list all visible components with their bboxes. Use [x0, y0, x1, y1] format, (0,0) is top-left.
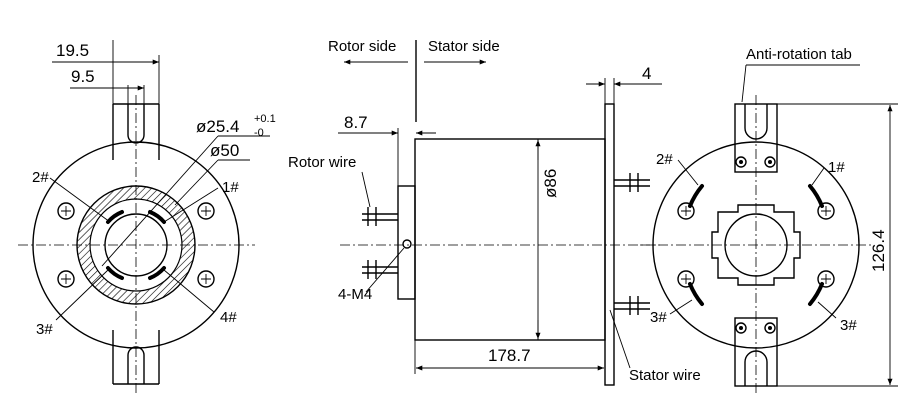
rotor-side-label: Rotor side: [328, 38, 396, 55]
front-hole-2-label: 2#: [32, 169, 49, 186]
front-hole-3-label: 3#: [36, 321, 53, 338]
dim-4: 4: [642, 64, 651, 83]
slip-ring-body: [414, 138, 606, 341]
front-view: 19.5 9.5 ø25.4 +0.1 -0 ø50 2# 1# 3# 4#: [18, 40, 276, 395]
side-view: Rotor side Stator side: [288, 38, 701, 386]
back-slots: [688, 184, 824, 306]
back-screws: [677, 202, 835, 288]
back-keyed-hole: [711, 204, 801, 286]
dim-bore-tol-minus: -0: [254, 127, 264, 139]
dim-8-7: 8.7: [344, 113, 368, 132]
m4-screw: [402, 239, 412, 249]
stator-tab: [604, 103, 615, 386]
back-view: Anti-rotation tab 126.4 2# 1# 3# 3#: [640, 46, 898, 395]
dim-178-7: 178.7: [488, 346, 531, 365]
back-tab-screws: [735, 156, 776, 334]
screw-label: 4-M4: [338, 286, 372, 303]
dim-bore: ø25.4: [196, 117, 239, 136]
front-top-tab-slot: [127, 104, 145, 144]
stator-wires: [614, 173, 650, 315]
stator-wire-label: Stator wire: [629, 367, 701, 384]
dim-od50: ø50: [210, 141, 239, 160]
dim-19-5: 19.5: [56, 41, 89, 60]
dim-bore-tol-plus: +0.1: [254, 113, 276, 125]
back-hole-3b-label: 3#: [840, 317, 857, 334]
back-hole-2-label: 2#: [656, 151, 673, 168]
front-screws: [57, 202, 215, 288]
anti-rotation-tab-label: Anti-rotation tab: [746, 46, 852, 63]
back-hole-1-label: 1#: [828, 159, 845, 176]
rotor-flange: [397, 185, 416, 300]
dim-od86: ø86: [541, 169, 560, 198]
rotor-wires: [362, 207, 398, 279]
rotor-wire-label: Rotor wire: [288, 154, 356, 171]
dim-126-4: 126.4: [869, 229, 888, 272]
front-hole-4-label: 4#: [220, 309, 237, 326]
front-hole-1-label: 1#: [222, 179, 239, 196]
back-hole-3a-label: 3#: [650, 309, 667, 326]
dim-9-5: 9.5: [71, 67, 95, 86]
stator-side-label: Stator side: [428, 38, 500, 55]
